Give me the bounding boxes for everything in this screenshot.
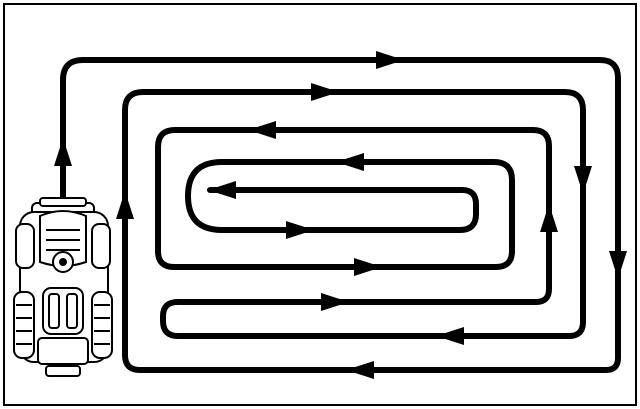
- direction-arrow-icon: [436, 327, 464, 345]
- direction-arrow-icon: [54, 138, 72, 166]
- direction-arrow-icon: [311, 83, 339, 101]
- direction-arrow-icon: [116, 191, 134, 219]
- direction-arrow-icon: [574, 166, 592, 194]
- direction-arrow-icon: [336, 153, 364, 171]
- direction-arrow-icon: [346, 361, 374, 379]
- direction-arrow-icon: [540, 204, 558, 232]
- direction-arrow-icon: [286, 221, 314, 239]
- direction-arrow-icon: [609, 251, 627, 279]
- diagram-frame: [3, 3, 637, 406]
- direction-arrow-icon: [376, 51, 404, 69]
- direction-arrow-icon: [321, 293, 349, 311]
- direction-arrow-icon: [354, 258, 382, 276]
- mowing-path-ring-1: [60, 57, 621, 373]
- riding-mower-icon: [13, 197, 113, 377]
- direction-arrow-icon: [208, 181, 236, 199]
- direction-arrow-icon: [248, 121, 276, 139]
